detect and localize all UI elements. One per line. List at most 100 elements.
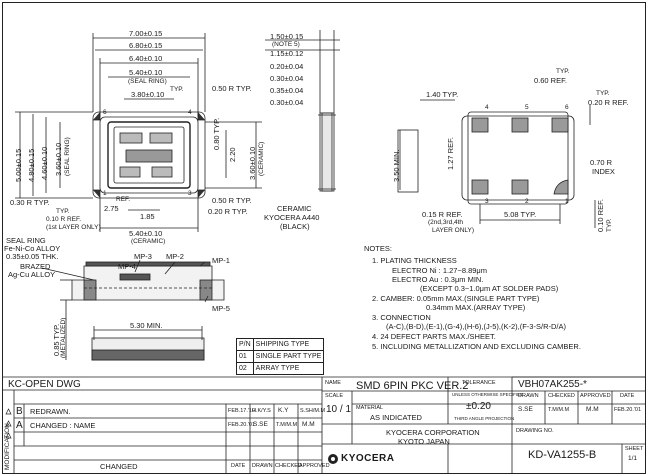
rev-a-approved: M.M: [302, 421, 315, 428]
pn-table-header: P/N SHIPPING TYPE: [236, 338, 325, 351]
drawn-label: DRAWN: [518, 393, 539, 399]
section-ag-cu: Ag-Cu ALLOY: [8, 270, 56, 279]
rev-a-drawn: S.SE: [253, 421, 268, 428]
pn-header: P/N: [236, 338, 254, 351]
rev-a-checked: T.M/M.M: [276, 422, 298, 428]
date-value: FEB.20.'01: [614, 407, 642, 413]
note-1a: ELECTRO Ni : 1.27~8.89μm: [392, 266, 487, 275]
rev-footer-date: DATE: [231, 463, 246, 469]
rev-b-drawn: H.K/Y.S: [252, 408, 271, 414]
drawn-value: S.SE: [518, 406, 533, 413]
dim-0-80: 0.80 TYP.: [212, 117, 221, 150]
dim-radius-0-50-a: 0.50 R TYP.: [212, 84, 252, 93]
bv-pin-1: 1: [565, 198, 569, 205]
package-outline: [92, 111, 206, 199]
material-label: MATERIAL: [356, 405, 384, 411]
dim-2-75: 2.75: [104, 204, 119, 213]
pn-cell: 01: [236, 350, 254, 363]
side-ceramic-label: CERAMIC: [277, 204, 312, 213]
note-2: 2. CAMBER: 0.05mm MAX.(SINGLE PART TYPE): [372, 294, 540, 303]
mp-4: MP-4: [118, 262, 136, 271]
side-kyocera-a440: KYOCERA A440: [264, 213, 320, 222]
dim-4-80: 4.80±0.15: [27, 148, 36, 182]
date-label: DATE: [620, 393, 635, 399]
pn-table: P/N SHIPPING TYPE 01 SINGLE PART TYPE 02…: [236, 338, 325, 375]
bv-pin-4: 4: [485, 104, 489, 111]
dim-note5: (NOTE 5): [272, 41, 300, 48]
name-label: NAME: [325, 380, 341, 386]
dim-bv-typ-1: TYP.: [556, 68, 570, 75]
bv-pin-3: 3: [485, 198, 489, 205]
dim-3-60-right: 3.60±0.10: [248, 146, 257, 180]
pin-1: 1: [103, 190, 107, 197]
dim-5-30-min: 5.30 MIN.: [130, 321, 163, 330]
kc-open-dwg: KC-OPEN DWG: [8, 379, 81, 390]
dim-bv-typ-3: TYP.: [606, 218, 613, 232]
rev-footer-changed: CHANGED: [100, 462, 138, 471]
mp-1: MP-1: [212, 256, 230, 265]
pin-4: 4: [188, 109, 192, 116]
dim-seal-ring-label: (SEAL RING): [128, 78, 167, 85]
note-1c: (EXCEPT 0.3~1.0μm AT SOLDER PADS): [420, 284, 559, 293]
dim-5-00: 5.00±0.15: [14, 148, 23, 182]
bv-pin-5: 5: [525, 104, 529, 111]
table-row: 02 ARRAY TYPE: [236, 362, 325, 375]
dim-typ-1: TYP.: [170, 86, 184, 93]
note-3: 3. CONNECTION: [372, 313, 431, 322]
rev-footer-approved: APPROVED: [299, 463, 330, 469]
index-label: INDEX: [592, 167, 615, 176]
dim-1-15: 1.15±0.12: [270, 49, 304, 58]
dim-0-20-side: 0.20±0.04: [270, 62, 304, 71]
dim-seal-ring-left: (SEAL RING): [64, 137, 71, 176]
approved-label: APPROVED: [580, 393, 611, 399]
dim-layer-only: LAYER ONLY): [432, 227, 475, 234]
note-4: 4. 24 DEFECT PARTS MAX./SHEET.: [372, 332, 496, 341]
dim-3-60: 3.60±0.10: [54, 142, 63, 176]
dim-4-60: 4.60±0.10: [40, 146, 49, 180]
kyocera-logo-mark: [328, 454, 338, 464]
dim-radius-0-50-b: 0.50 R TYP.: [212, 196, 252, 205]
rev-a-desc: CHANGED : NAME: [30, 421, 96, 430]
sheet-label: SHEET: [625, 446, 644, 452]
rev-b-desc: REDRAWN.: [30, 407, 71, 416]
scale-label: SCALE: [325, 393, 344, 399]
dim-ceramic-right: (CERAMIC): [258, 141, 265, 176]
dim-3-80: 3.80±0.10: [131, 90, 165, 99]
dim-0-35: 0.35±0.04: [270, 86, 304, 95]
rev-b-date: FEB.17.'10: [228, 408, 256, 414]
note-1b: ELECTRO Au : 0.3μm MIN.: [392, 275, 484, 284]
note-5: 5. INCLUDING METALLIZATION AND EXCLUDING…: [372, 342, 581, 351]
section-035-thk: 0.35±0.05 THK.: [6, 252, 59, 261]
dim-ref: REF.: [116, 196, 131, 203]
projection-label: THIRD ANGLE PROJECTION: [454, 416, 515, 421]
dim-radius-0-20: 0.20 R TYP.: [208, 207, 248, 216]
company-city: KYOTO JAPAN: [398, 437, 450, 446]
dim-radius-0-30: 0.30 R TYP.: [10, 198, 50, 207]
notes-title: NOTES:: [364, 244, 392, 253]
part-number: VBH07AK255-*: [518, 379, 587, 390]
tolerance-value: ±0.20: [466, 401, 491, 412]
dim-first-layer: (1st LAYER ONLY): [46, 224, 101, 231]
note-3a: (A-C),(B-D),(E-1),(G-4),(H-6),(J-5),(K-2…: [386, 322, 566, 331]
tolerance-sub: UNLESS OTHERWISE SPECIFIED: [452, 392, 524, 397]
company-name: KYOCERA CORPORATION: [386, 428, 480, 437]
revision-warning-icons: [5, 408, 12, 439]
dim-1-40: 1.40 TYP.: [426, 90, 459, 99]
drawing-number: KD-VA1255-B: [528, 449, 597, 461]
dim-7-00: 7.00±0.15: [129, 29, 163, 38]
dim-typ-2: TYP.: [56, 208, 70, 215]
dim-5-40: 5.40±0.10: [129, 68, 163, 77]
section-brazed: BRAZED: [20, 262, 51, 271]
dim-2-20: 2.20: [228, 147, 237, 162]
side-black: (BLACK): [280, 222, 310, 231]
dim-ceramic-bottom: (CERAMIC): [131, 238, 166, 245]
rev-b-approved: S.SH/M.M: [300, 408, 326, 414]
rev-footer-checked: CHECKED: [275, 463, 302, 469]
dim-bv-typ-2: TYP.: [596, 90, 610, 97]
modification-label: MODIFICATION: [4, 423, 11, 470]
dim-5-40-bottom: 5.40±0.10: [129, 229, 163, 238]
mp-2: MP-2: [166, 252, 184, 261]
drawing-no-label: DRAWING NO.: [516, 428, 554, 434]
